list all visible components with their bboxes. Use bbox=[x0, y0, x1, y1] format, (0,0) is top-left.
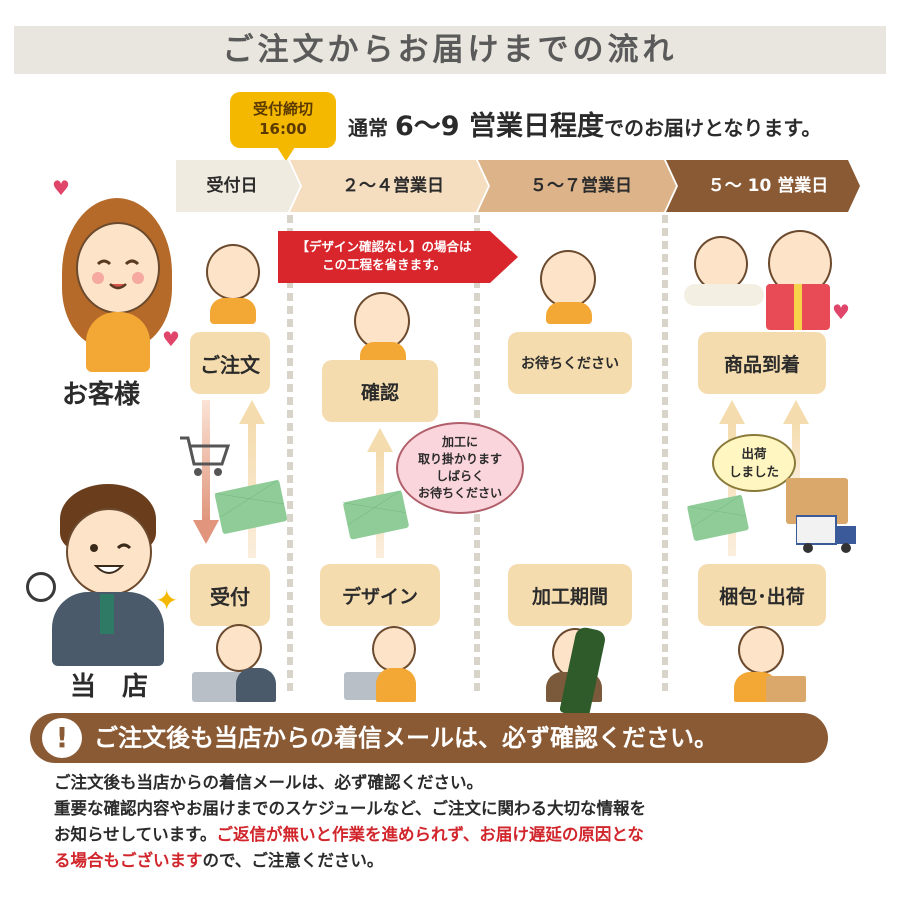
shipped-bubble: 出荷 しました bbox=[712, 434, 796, 492]
notice-warning-text: ご返信が無いと作業を進められず、お届け遅延の原因とな bbox=[216, 825, 644, 844]
customer-label: お客様 bbox=[62, 380, 141, 410]
alert-icon: ! bbox=[42, 718, 82, 758]
delivery-notice: 通常 6〜9 営業日程度でのお届けとなります。 bbox=[348, 104, 821, 143]
heart-icon: ♥ bbox=[162, 327, 180, 351]
customer-ok-avatar bbox=[354, 292, 410, 350]
heart-icon: ♥ bbox=[832, 300, 850, 324]
arrow-up bbox=[792, 424, 800, 484]
deadline-tag-pointer bbox=[277, 147, 295, 161]
bubble-line: しばらく bbox=[435, 469, 484, 483]
shop-label: 当 店 bbox=[70, 672, 149, 702]
arrow-up-head bbox=[783, 400, 809, 424]
arrow-down-head bbox=[193, 520, 219, 544]
box-receive: 受付 bbox=[190, 564, 270, 626]
arrow-up bbox=[728, 424, 736, 556]
box-process: 加工期間 bbox=[508, 564, 632, 626]
thought-cloud bbox=[684, 284, 764, 306]
skip-notice-arrow bbox=[490, 231, 518, 283]
step-chevron-2 bbox=[290, 160, 488, 212]
box-order: ご注文 bbox=[190, 332, 270, 394]
arrow-down bbox=[202, 400, 210, 522]
customer-body-small bbox=[360, 342, 406, 364]
customer-body-small bbox=[210, 298, 256, 324]
box-ship: 梱包･出荷 bbox=[698, 564, 826, 626]
page-title: ご注文からお届けまでの流れ bbox=[222, 32, 678, 68]
customer-avatar bbox=[76, 222, 160, 314]
delivery-truck-icon bbox=[796, 515, 856, 553]
customer-phone-avatar bbox=[206, 244, 260, 300]
skip-notice-line1: 【デザイン確認なし】の場合は bbox=[296, 239, 472, 254]
box-arrive: 商品到着 bbox=[698, 332, 826, 394]
customer-body-small bbox=[546, 302, 592, 324]
step-chevron-3 bbox=[478, 160, 676, 212]
mail-icon bbox=[342, 490, 410, 540]
bubble-line: 加工に bbox=[441, 435, 478, 449]
skip-notice: 【デザイン確認なし】の場合は この工程を省きます。 bbox=[278, 231, 490, 283]
deadline-time: 16:00 bbox=[259, 120, 307, 138]
tie-icon bbox=[100, 594, 114, 634]
laptop-icon bbox=[192, 672, 242, 702]
notice-text: ので、ご注意ください。 bbox=[202, 851, 384, 870]
bubble-line: 取り掛かります bbox=[417, 452, 502, 466]
notice-pre: 通常 bbox=[348, 116, 388, 140]
mail-icon bbox=[686, 494, 750, 542]
notice-line: お知らせしています。ご返信が無いと作業を進められず、お届け遅延の原因とな bbox=[54, 822, 854, 848]
arrow-up-head bbox=[239, 400, 265, 424]
notice-paragraph: ご注文後も当店からの着信メールは、必ず確認ください。 重要な確認内容やお届けまで… bbox=[54, 770, 854, 874]
deadline-label: 受付締切 bbox=[252, 100, 313, 118]
shopping-cart-icon bbox=[180, 436, 231, 476]
notice-warning-text: る場合もございます bbox=[54, 851, 203, 870]
processing-bubble: 加工に 取り掛かります しばらく お待ちください bbox=[396, 422, 524, 514]
box-wait: お待ちください bbox=[508, 332, 632, 394]
package-icon bbox=[766, 676, 806, 702]
box-confirm: 確認 bbox=[322, 360, 438, 422]
skip-notice-line2: この工程を省きます。 bbox=[322, 257, 446, 272]
notice-text: お知らせしています。 bbox=[54, 825, 217, 844]
warning-text: ご注文後も当店からの着信メールは、必ず確認ください。 bbox=[94, 724, 718, 752]
sparkle-icon bbox=[26, 572, 56, 602]
shop-avatar bbox=[66, 508, 152, 596]
heart-icon: ♥ bbox=[52, 176, 70, 200]
notice-line: ご注文後も当店からの着信メールは、必ず確認ください。 bbox=[54, 773, 483, 792]
staff-avatar bbox=[216, 624, 262, 672]
staff-female-avatar bbox=[738, 626, 784, 674]
notice-emph: 6〜9 営業日程度 bbox=[394, 111, 604, 142]
column-divider bbox=[662, 215, 668, 695]
smile-icon bbox=[92, 259, 144, 290]
step-label-1: 受付日 bbox=[206, 176, 258, 196]
warning-banner bbox=[30, 713, 828, 763]
step-label-3: ５〜７営業日 bbox=[530, 176, 632, 196]
arrow-up-head bbox=[719, 400, 745, 424]
gift-ribbon bbox=[794, 284, 802, 330]
customer-body bbox=[86, 312, 150, 372]
step-label-2: ２〜４営業日 bbox=[342, 176, 444, 196]
mail-icon bbox=[214, 479, 288, 535]
wink-icon bbox=[90, 543, 132, 574]
title-bar bbox=[14, 26, 886, 74]
step-header bbox=[176, 160, 860, 212]
box-design: デザイン bbox=[320, 564, 440, 626]
arrow-up-head bbox=[367, 428, 393, 452]
notice-post: でのお届けとなります。 bbox=[603, 116, 822, 140]
column-divider bbox=[287, 215, 293, 695]
staff-body bbox=[376, 668, 416, 702]
notice-line: る場合もございますので、ご注意ください。 bbox=[54, 848, 854, 874]
step-chevron-1 bbox=[176, 160, 300, 212]
customer-waiting-avatar bbox=[540, 250, 596, 308]
staff-female-avatar bbox=[372, 626, 416, 672]
sparkle-icon: ✦ bbox=[155, 584, 179, 617]
staff-body bbox=[236, 668, 276, 702]
notice-line: 重要な確認内容やお届けまでのスケジュールなど、ご注文に関わる大切な情報を bbox=[54, 799, 647, 818]
customer-phone-avatar bbox=[694, 236, 748, 292]
bubble-line: しました bbox=[728, 464, 779, 479]
bubble-line: 出荷 bbox=[741, 446, 767, 461]
bubble-line: お待ちください bbox=[417, 486, 502, 500]
step-label-4: ５〜 10 営業日 bbox=[707, 176, 829, 196]
step-chevron-4 bbox=[666, 160, 860, 212]
deadline-tag: 受付締切 16:00 bbox=[230, 92, 336, 148]
